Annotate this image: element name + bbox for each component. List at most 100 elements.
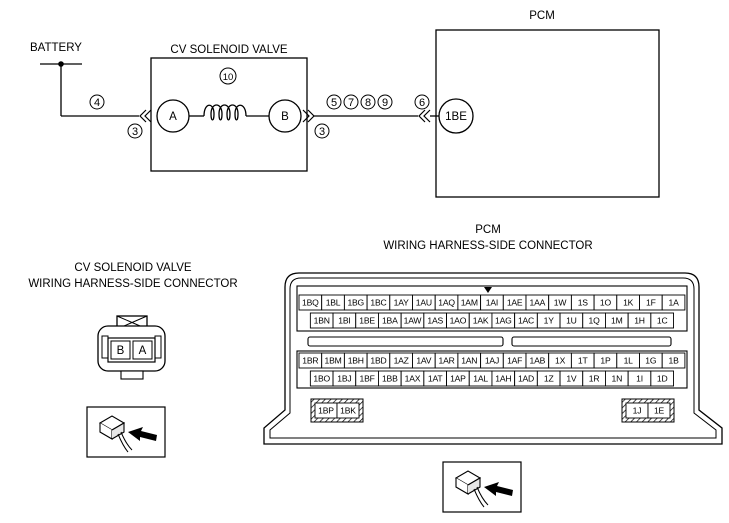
cv-connector-left-rib [101,335,109,359]
pcm-pin-label: 1AR [438,356,454,366]
pcm-pin-label: 1AG [495,316,512,326]
pcm-pin-cell [661,294,686,311]
pcm-pin-label: 1BM [325,356,342,366]
pcm-pin-label: 1AU [416,298,432,308]
pcm-pin-label: 1AE [507,298,523,308]
pcm-pin-label: 1AL [473,374,488,384]
step-10-label: 10 [223,72,234,83]
pcm-pin-label: 1L [624,356,634,366]
pcm-pin-label: 1AK [473,316,489,326]
step-5-label: 5 [331,97,337,109]
pcm-pin-label: 1AZ [394,356,409,366]
pcm-pin-label: 1AT [428,374,443,384]
valve-title: CV SOLENOID VALVE [170,44,287,56]
terminal-b-label: B [281,111,289,123]
connector-mark-right [302,109,315,123]
pcm-connector-title-1: PCM [475,224,501,236]
pcm-pin-cell [650,312,674,329]
pcm-pin-label: 1S [578,298,589,308]
pcm-terminal-1be [438,98,474,134]
pcm-pin-label: 1BA [382,316,398,326]
pcm-key-mark [484,287,492,293]
pcm-pin-label: 1Z [544,374,554,384]
pcm-pin-label: 1G [645,356,657,366]
pcm-box [435,29,660,198]
pcm-pin-label: 1AX [405,374,421,384]
pcm-pin-label: 1BB [382,374,398,384]
pcm-pin-label: 1AM [461,298,478,308]
pcm-pin-label: 1AV [416,356,431,366]
pcm-pin-label: 1BR [302,356,318,366]
pcm-pin-label: 1BL [326,298,341,308]
step-4-marker [89,94,105,110]
pcm-pin-label: 1AN [461,356,477,366]
step-10-marker [219,67,237,85]
pcm-pin-label: 1E [654,406,665,416]
pcm-pin-label: 1X [555,356,566,366]
pcm-pin-cell [650,370,674,387]
pcm-pin-label: 1U [566,316,577,326]
pcm-pin-label: 1AS [427,316,443,326]
pcm-pin-label: 1BQ [302,298,319,308]
pcm-pin-label: 1W [554,298,568,308]
pcm-pin-label: 1BK [340,406,356,416]
pcm-pin-label: 1BI [338,316,350,326]
pcm-pin-label: 1AD [518,374,534,384]
step-6-label: 6 [419,97,425,109]
pcm-pin-label: 1BJ [337,374,351,384]
pcm-pin-label: 1F [646,298,656,308]
pcm-pin-label: 1P [600,356,611,366]
pcm-connector-inner-shell [269,277,717,439]
pcm-pin-cell [336,402,360,419]
step-5-marker [326,94,342,110]
terminal-a-label: A [169,111,177,123]
step-3-right-label: 3 [319,126,325,138]
pcm-terminal-label: 1BE [445,111,467,123]
pcm-pin-label: 1C [657,316,668,326]
pcm-pin-label: 1AH [495,374,511,384]
pcm-pin-label: 1AC [518,316,534,326]
pcm-slot-right [511,336,672,347]
pcm-pin-label: 1K [623,298,634,308]
pcm-pin-label: 1AP [450,374,466,384]
pcm-upper-block [296,285,688,332]
pcm-pin-label: 1BO [313,374,330,384]
pcm-pin-label: 1H [634,316,645,326]
step-9-label: 9 [382,97,388,109]
pcm-pin-label: 1Y [544,316,555,326]
pcm-pin-label: 1BD [370,356,386,366]
pcm-pin-label: 1AI [486,298,498,308]
step-7-marker [343,94,359,110]
pcm-pin-label: 1AO [450,316,467,326]
pcm-probe-direction-icon [442,461,522,513]
pcm-pin-label: 1B [668,356,679,366]
step-8-label: 8 [365,97,371,109]
cv-connector-right-rib [154,335,162,359]
pcm-pin-label: 1T [578,356,589,366]
pcm-pin-label: 1D [657,374,668,384]
pcm-pin-label: 1BE [359,316,375,326]
step-8-marker [360,94,376,110]
pcm-pin-label: 1M [611,316,623,326]
solenoid-coil [203,104,247,121]
pcm-title: PCM [529,10,555,22]
terminal-b [268,99,302,133]
connector-mark-pcm [418,109,431,123]
pcm-pin-label: 1I [636,374,643,384]
cv-pin-b [110,340,131,360]
cv-pin-a [132,340,153,360]
pcm-pin-label: 1AA [530,298,546,308]
cv-probe-direction-icon [86,406,166,458]
pcm-pin-label: 1A [668,298,679,308]
pcm-pin-label: 1N [612,374,623,384]
pcm-pin-label: 1V [566,374,577,384]
pcm-pin-label: 1BG [347,298,364,308]
step-3-left-marker [127,123,143,139]
step-7-label: 7 [348,97,354,109]
pcm-pin-label: 1BC [370,298,386,308]
connector-mark-left [139,109,152,123]
pcm-pin-label: 1AB [530,356,546,366]
